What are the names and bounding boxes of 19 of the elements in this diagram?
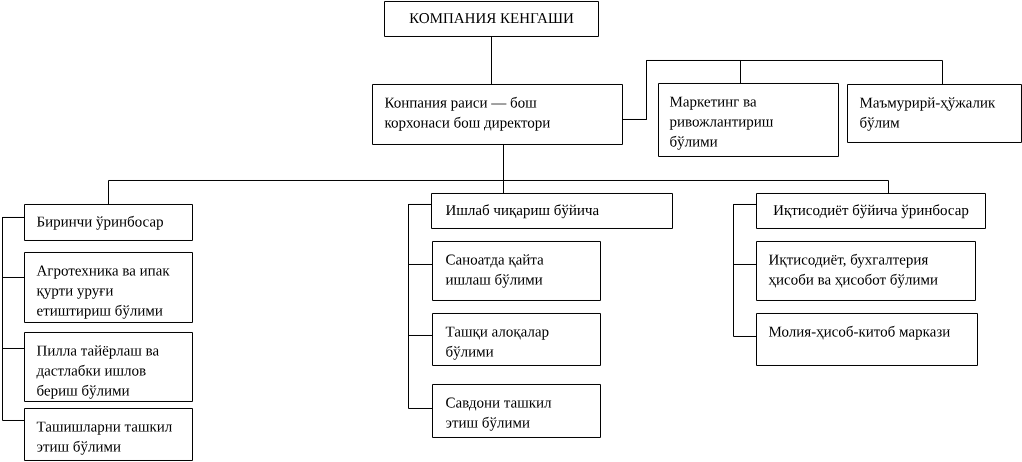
- connector-line: [491, 36, 492, 85]
- org-box: Ишлаб чиқариш бўйича: [431, 193, 673, 229]
- org-box: Биринчи ўринбосар: [24, 204, 193, 241]
- connector-line: [2, 217, 25, 421]
- org-box: Конпания раиси — бош корхонаси бош директори: [372, 84, 623, 145]
- org-box: Иқтисодиёт, бухгалтерия ҳисоби ва ҳисобот бўлими: [756, 241, 976, 301]
- org-box: Иқтисодиёт бўйича ўринбосар: [756, 193, 986, 229]
- org-box: Маъмурирй-ҳўжалик бўлим: [847, 84, 1022, 143]
- connector-line: [733, 204, 757, 337]
- org-box: Ташқи алоқалар бўлими: [432, 313, 601, 366]
- heading-box: КОМПАНИЯ КЕНГАШИ: [384, 1, 599, 37]
- org-box: Савдони ташкил этиш бўлими: [432, 384, 601, 438]
- org-box: Молия-ҳисоб-китоб маркази: [756, 313, 978, 366]
- org-box: Агротехника ва ипак қурти уруғи етиштириш бўлими: [24, 252, 193, 323]
- org-box: Пилла тайёрлаш ва дастлабки ишлов бериш бўлими: [24, 332, 193, 402]
- org-box: Ташишларни ташкил этиш бўлими: [24, 408, 193, 461]
- connector-line: [408, 204, 433, 409]
- org-box: Саноатда қайта ишлаш бўлими: [432, 241, 601, 301]
- org-box: Маркетинг ва ривожлантириш бўлими: [658, 83, 839, 157]
